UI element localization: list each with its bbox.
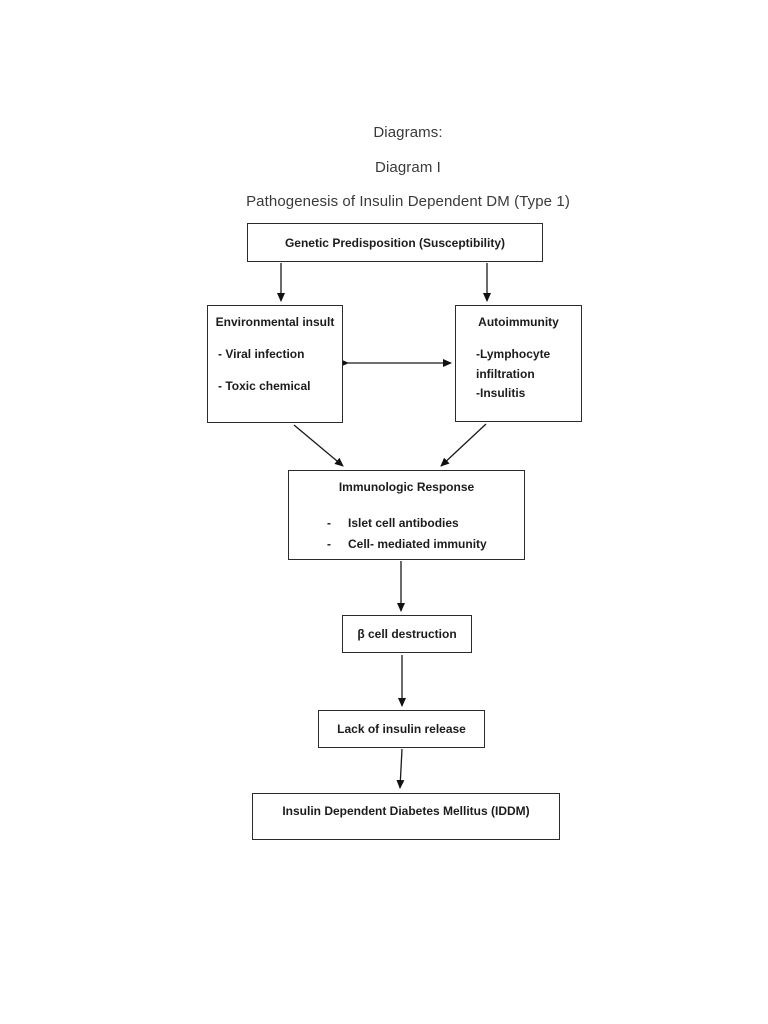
immunologic-item-label: Islet cell antibodies — [348, 516, 459, 530]
autoimmunity-item: -Lymphocyte infiltration — [476, 347, 551, 381]
heading-diagrams: Diagrams: — [373, 124, 443, 141]
box-environmental-insult: Environmental insult - Viral infection -… — [207, 305, 343, 423]
box-immunologic-response: Immunologic Response - Islet cell antibo… — [288, 470, 525, 560]
diagram-title: Pathogenesis of Insulin Dependent DM (Ty… — [246, 193, 570, 210]
box-lack-of-insulin-release: Lack of insulin release — [318, 710, 485, 748]
box-iddm: Insulin Dependent Diabetes Mellitus (IDD… — [252, 793, 560, 840]
box-environmental-insult-title: Environmental insult — [215, 315, 335, 329]
box-beta-cell-destruction-label: β cell destruction — [357, 627, 457, 641]
arrow-environmental-to-immunologic — [293, 424, 344, 467]
environmental-item: - Viral infection — [218, 347, 305, 361]
box-immunologic-response-title: Immunologic Response — [338, 480, 475, 494]
box-autoimmunity-title: Autoimmunity — [478, 315, 559, 329]
arrow-insulin-release-to-iddm — [396, 748, 405, 789]
immunologic-item: - Cell- mediated immunity — [293, 534, 520, 555]
box-iddm-label: Insulin Dependent Diabetes Mellitus (IDD… — [282, 804, 530, 818]
arrow-autoimmunity-to-immunologic — [440, 423, 487, 467]
bullet-dash: - — [327, 537, 331, 551]
bullet-dash: - — [327, 516, 331, 530]
environmental-item: - Toxic chemical — [218, 379, 311, 393]
box-lack-of-insulin-release-label: Lack of insulin release — [337, 722, 466, 736]
box-autoimmunity: Autoimmunity -Lymphocyte infiltration -I… — [455, 305, 582, 422]
heading-diagram-number: Diagram I — [375, 159, 441, 176]
box-genetic-predisposition-label: Genetic Predisposition (Susceptibility) — [284, 235, 506, 250]
box-beta-cell-destruction: β cell destruction — [342, 615, 472, 653]
autoimmunity-item: -Insulitis — [476, 386, 526, 400]
immunologic-item-label: Cell- mediated immunity — [348, 537, 487, 551]
immunologic-item: - Islet cell antibodies — [293, 513, 520, 534]
box-genetic-predisposition: Genetic Predisposition (Susceptibility) — [247, 223, 543, 262]
